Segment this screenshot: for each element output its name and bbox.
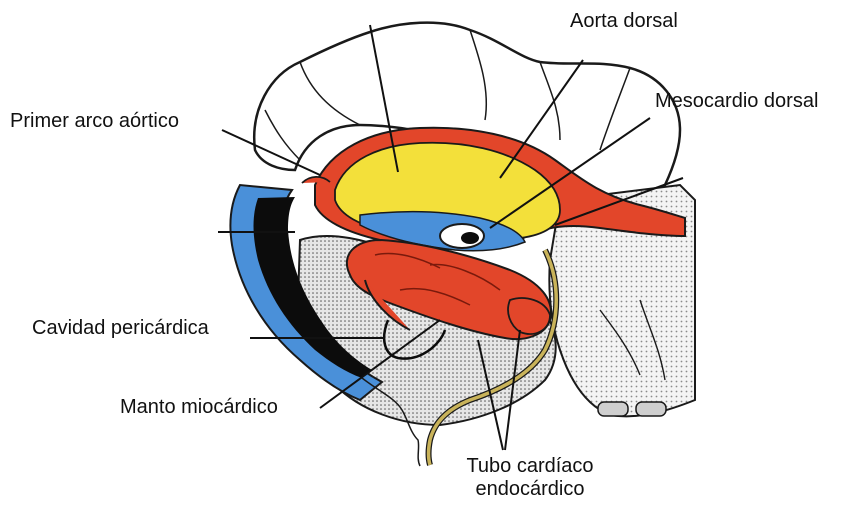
label-manto-miocardico: Manto miocárdico bbox=[120, 396, 278, 419]
label-mesocardio-dorsal: Mesocardio dorsal bbox=[655, 90, 818, 113]
label-tubo-cardiaco: Tubo cardíaco endocárdico bbox=[455, 455, 605, 501]
label-tubo-cardiaco-line1: Tubo cardíaco bbox=[455, 455, 605, 478]
label-aorta-dorsal: Aorta dorsal bbox=[570, 10, 678, 33]
label-primer-arco-aortico: Primer arco aórtico bbox=[10, 110, 179, 133]
label-cavidad-pericardica: Cavidad pericárdica bbox=[32, 317, 209, 340]
label-tubo-cardiaco-line2: endocárdico bbox=[455, 478, 605, 501]
